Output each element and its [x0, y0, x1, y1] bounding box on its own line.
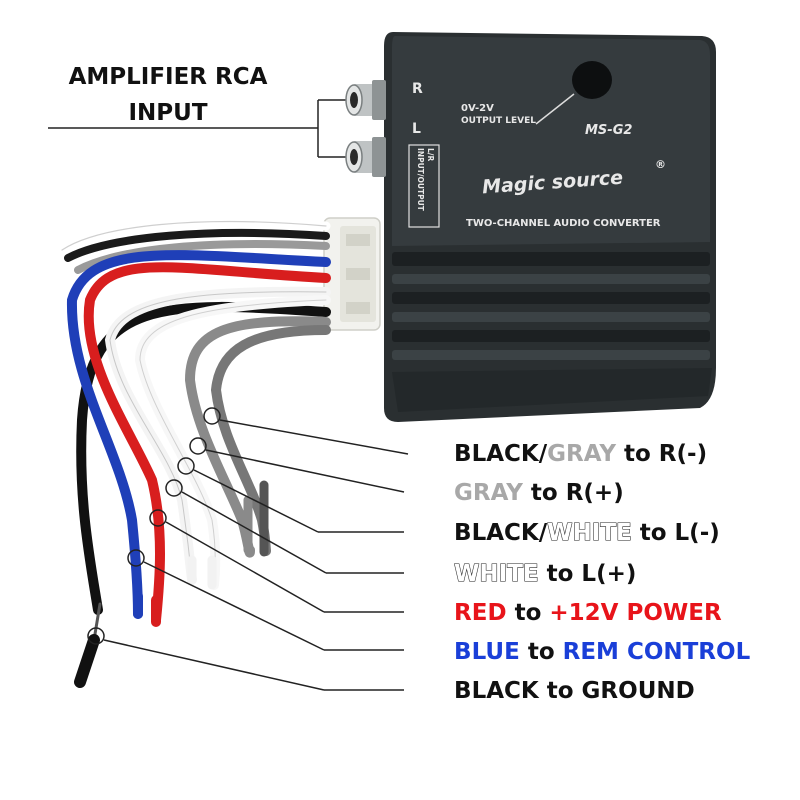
port-label-1: INPUT/OUTPUT: [416, 148, 425, 212]
label-black-gray-a: BLACK/: [454, 441, 548, 467]
converter-device: [384, 32, 716, 422]
label-black-white-b: WHITE: [547, 520, 632, 546]
label-red-b: to: [507, 600, 550, 626]
device-channel-r: R: [412, 81, 423, 97]
device-product-name: TWO-CHANNEL AUDIO CONVERTER: [466, 218, 661, 229]
port-label-2: L/R: [426, 148, 435, 162]
wire-harness-connector[interactable]: [323, 217, 381, 331]
wire-bundle: [57, 217, 331, 688]
wire-black-top: [64, 228, 330, 262]
label-blue-c: REM CONTROL: [563, 639, 751, 665]
wire-red[interactable]: [83, 262, 331, 625]
label-black-gray-b: GRAY: [547, 441, 616, 467]
label-gray-b: to R(+): [523, 480, 624, 506]
device-output-label: OUTPUT LEVEL: [461, 116, 536, 126]
heading-line-2: INPUT: [128, 100, 207, 126]
rca-jack-left[interactable]: [345, 137, 386, 177]
device-output-range: 0V-2V: [461, 103, 494, 114]
label-black: BLACK to GROUND: [414, 678, 719, 704]
label-black-gray: BLACK/GRAY to R(-): [414, 441, 731, 467]
label-black-white-a: BLACK/: [454, 520, 548, 546]
device-registered-mark: ®: [655, 158, 666, 171]
label-red-a: RED: [454, 600, 507, 626]
label-black-white-c: to L(-): [632, 520, 720, 546]
port-label-box: INPUT/OUTPUT L/R: [408, 144, 440, 228]
label-white: WHITE to L(+): [414, 561, 660, 587]
label-black-gray-c: to R(-): [616, 441, 707, 467]
label-black-white: BLACK/WHITE to L(-): [414, 520, 744, 546]
device-model-number: MS-G2: [585, 123, 632, 138]
label-black-a: BLACK to GROUND: [454, 678, 695, 704]
label-white-b: to L(+): [539, 561, 637, 587]
label-red-c: +12V POWER: [549, 600, 722, 626]
heading-line-1: AMPLIFIER RCA: [69, 64, 268, 90]
wire-black-gray[interactable]: [210, 325, 331, 556]
label-blue: BLUE to REM CONTROL: [414, 639, 774, 665]
callout-leaders: [87, 407, 409, 691]
rca-jack-right[interactable]: [345, 80, 386, 120]
label-blue-b: to: [520, 639, 563, 665]
output-level-knob-hole: [572, 61, 612, 99]
label-blue-a: BLUE: [454, 639, 520, 665]
label-gray-a: GRAY: [454, 480, 523, 506]
label-white-a: WHITE: [454, 561, 539, 587]
device-channel-l: L: [412, 121, 421, 137]
label-gray: GRAY to R(+): [414, 480, 648, 506]
wire-gray-top: [74, 240, 330, 274]
label-red: RED to +12V POWER: [414, 600, 746, 626]
